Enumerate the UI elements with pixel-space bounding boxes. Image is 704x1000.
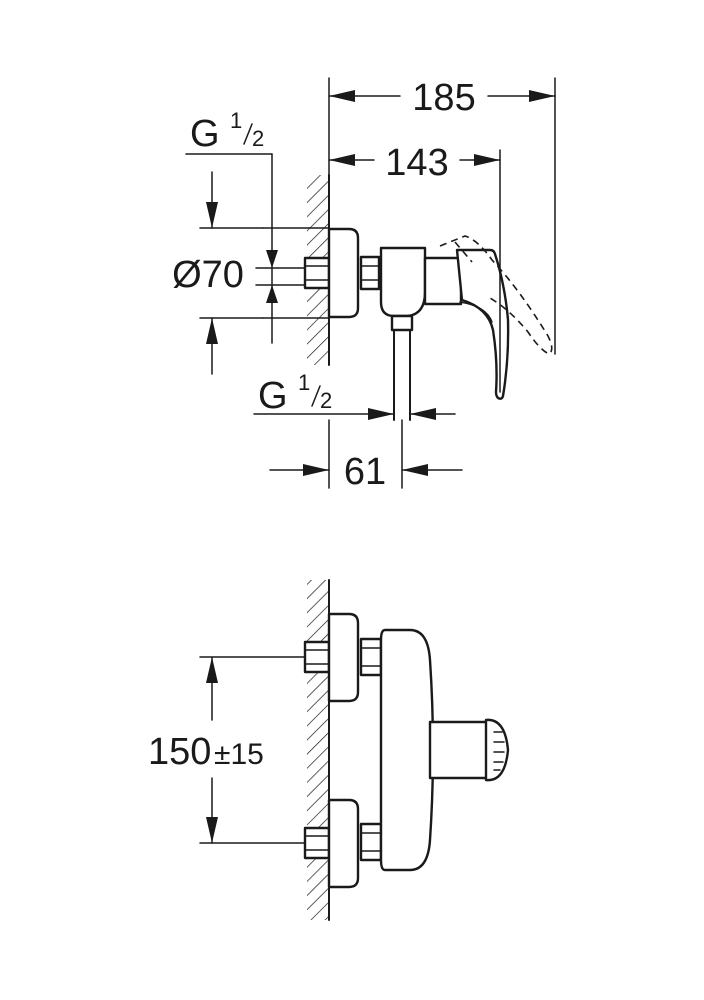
cartridge-stem — [423, 256, 463, 306]
dim-143-label: 143 — [385, 142, 448, 184]
upper-connection — [303, 612, 383, 703]
thread-bottom-numerator: 1 — [298, 370, 310, 395]
mixer-body-front — [379, 628, 435, 872]
thread-callout-top: G 1 2 — [185, 108, 330, 344]
lever-handle-rotated-dashed — [439, 235, 553, 355]
thread-top-main: G — [190, 113, 220, 155]
lever-handle — [455, 248, 510, 400]
dimension-diameter-70: Ø70 — [172, 171, 264, 375]
svg-text:150: 150 — [148, 731, 211, 773]
front-view: 150 ±15 — [148, 579, 510, 921]
knob-grip-marks — [493, 731, 505, 771]
dim-diameter-label: Ø70 — [172, 254, 244, 296]
union-nut — [359, 255, 381, 291]
svg-text:2: 2 — [320, 388, 332, 413]
svg-text:±15: ±15 — [214, 738, 264, 771]
dimension-143: 143 — [328, 142, 501, 393]
escutcheon-rosette — [327, 227, 360, 319]
dimension-150: 150 ±15 — [148, 656, 306, 844]
wall-connector-nut — [303, 256, 331, 290]
svg-text:2: 2 — [252, 126, 264, 151]
side-view: 185 143 G 1 2 — [172, 77, 556, 493]
handle-knob-front — [484, 718, 510, 782]
thread-bottom-main: G — [258, 375, 288, 417]
mixer-body — [379, 246, 427, 318]
thread-top-numerator: 1 — [230, 108, 242, 133]
thread-callout-bottom: G 1 2 — [253, 370, 456, 420]
dimension-61: 61 — [269, 419, 463, 493]
wall-front — [307, 579, 330, 921]
svg-text:G: G — [190, 113, 220, 155]
svg-text:G: G — [258, 375, 288, 417]
dim-150-label: 150 — [148, 731, 211, 773]
dim-61-label: 61 — [344, 451, 386, 493]
thread-top-denominator: 2 — [252, 126, 264, 151]
svg-text:1: 1 — [230, 108, 242, 133]
dimension-185: 185 — [328, 77, 556, 355]
cartridge-front — [428, 720, 494, 780]
lower-connection — [303, 798, 383, 889]
dim-150-tolerance: ±15 — [214, 738, 264, 771]
thread-bottom-denominator: 2 — [320, 388, 332, 413]
outlet-connector — [390, 314, 414, 332]
dim-185-label: 185 — [412, 77, 475, 119]
svg-text:1: 1 — [298, 370, 310, 395]
